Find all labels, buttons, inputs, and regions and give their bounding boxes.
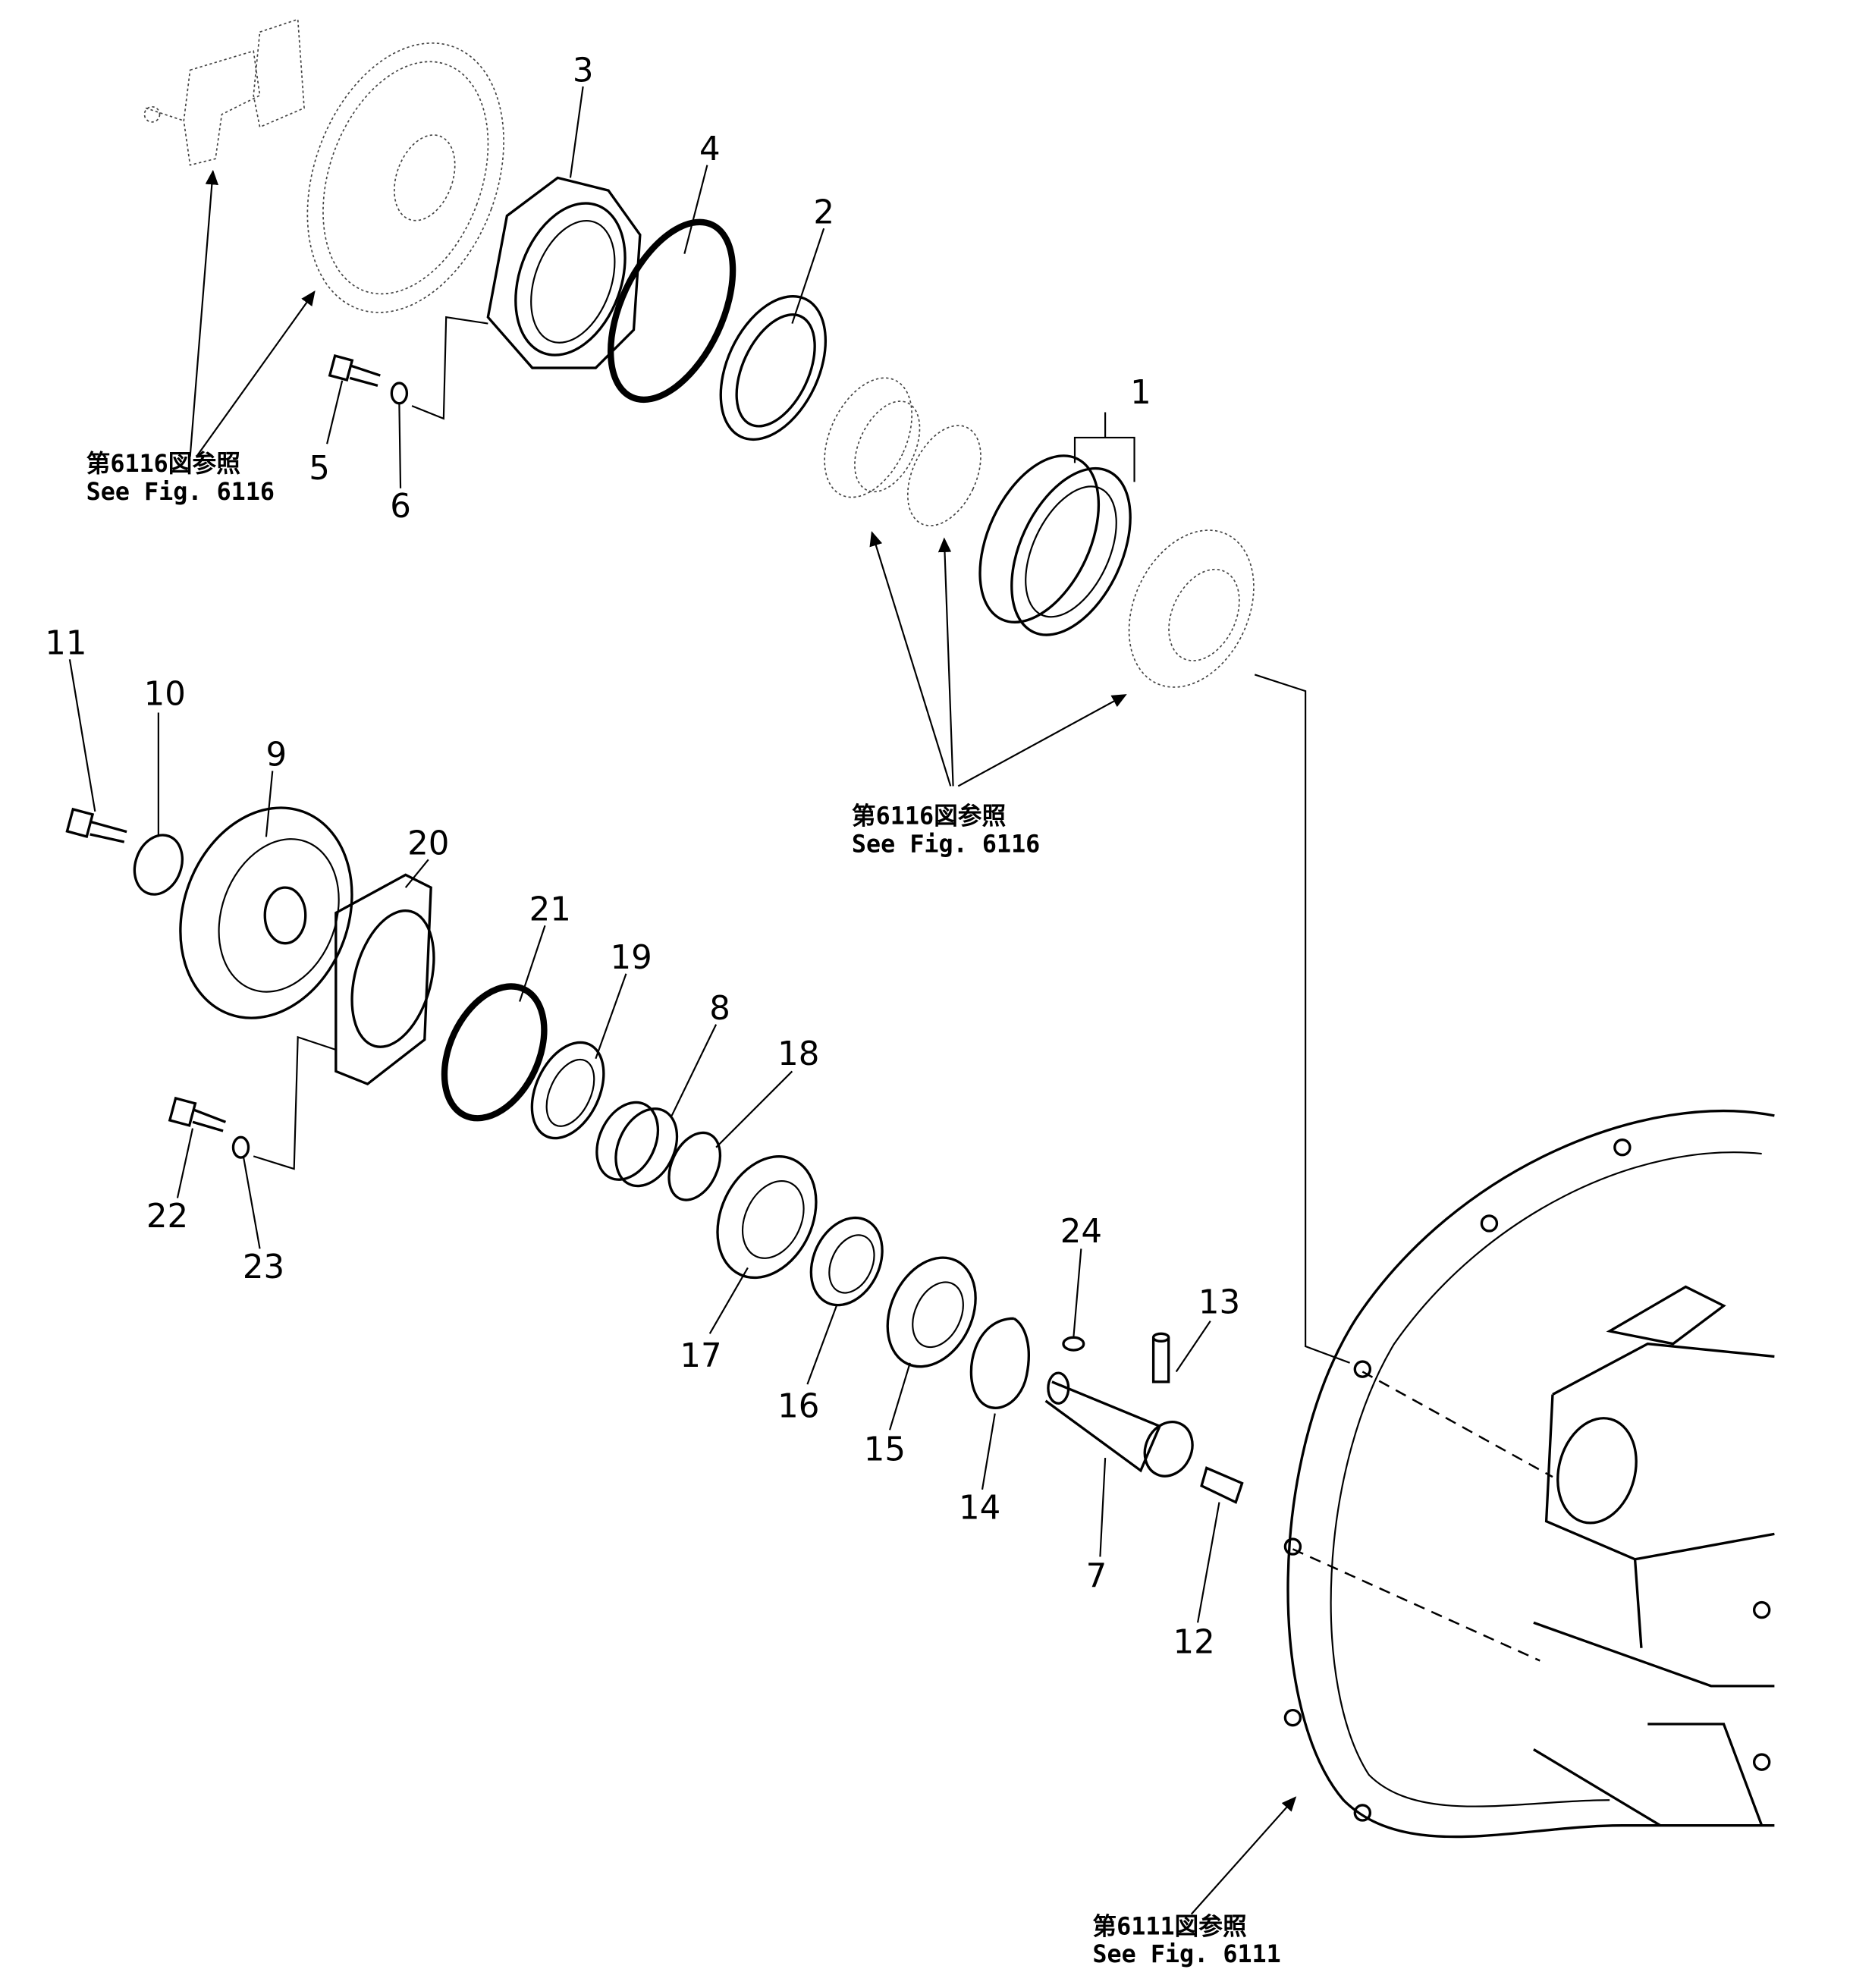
part-label-7: 7 (1086, 1558, 1107, 1596)
transmission-housing (1283, 1110, 1775, 1839)
part-5-bolt (328, 354, 381, 388)
large-gear-ghost (306, 42, 504, 313)
part-label-5: 5 (309, 450, 330, 488)
part-13-pin (1151, 1332, 1170, 1383)
ghost-ring (906, 425, 981, 526)
part-19-seal (530, 1041, 605, 1140)
part-label-19: 19 (611, 939, 652, 977)
reference-bottom-jp: 第6111図参照 (1092, 1913, 1246, 1940)
part-label-24: 24 (1060, 1213, 1102, 1251)
part-3-housing (486, 176, 642, 369)
part-15-bearing (886, 1256, 977, 1368)
part-8-sleeve (595, 1101, 679, 1188)
reference-top-left-jp: 第6116図参照 (86, 451, 240, 478)
part-1-seal-set (978, 454, 1132, 636)
flange-plate-ghost (143, 18, 305, 166)
part-label-15: 15 (864, 1431, 906, 1468)
part-23-washer (231, 1135, 250, 1159)
part-label-1: 1 (1130, 374, 1151, 412)
part-label-16: 16 (777, 1388, 819, 1426)
part-label-11: 11 (45, 625, 86, 663)
part-label-6: 6 (390, 488, 411, 526)
part-label-9: 9 (265, 736, 287, 774)
part-label-3: 3 (573, 52, 594, 90)
part-label-2: 2 (813, 194, 834, 232)
part-11-bolt (65, 807, 127, 843)
part-22-bolt (168, 1096, 227, 1132)
part-17-bearing (716, 1155, 818, 1280)
reference-top-left-en: See Fig. 6116 (86, 479, 275, 506)
part-label-8: 8 (709, 990, 730, 1028)
part-label-14: 14 (959, 1489, 1000, 1527)
ghost-bearing (1128, 529, 1255, 688)
part-label-20: 20 (407, 825, 449, 863)
part-21-o-ring (441, 983, 548, 1122)
part-label-10: 10 (144, 676, 186, 714)
part-6-washer (390, 382, 409, 405)
part-10-washer (133, 834, 184, 896)
part-16-spacer (809, 1216, 884, 1307)
part-label-4: 4 (699, 130, 721, 168)
part-label-18: 18 (777, 1035, 819, 1073)
reference-middle-jp: 第6116図参照 (852, 803, 1006, 831)
part-20-cover (334, 873, 435, 1086)
part-12-pin (1200, 1466, 1244, 1504)
part-label-17: 17 (680, 1337, 721, 1375)
ghost-sleeve (824, 377, 921, 498)
reference-middle-en: See Fig. 6116 (852, 831, 1040, 858)
part-14-snap-ring (969, 1317, 1030, 1409)
part-label-21: 21 (529, 891, 571, 929)
part-label-22: 22 (146, 1198, 188, 1236)
part-label-12: 12 (1173, 1623, 1214, 1661)
reference-bottom-en: See Fig. 6111 (1092, 1941, 1280, 1968)
part-4-o-ring (607, 218, 736, 404)
part-24-ball (1062, 1336, 1085, 1352)
part-label-13: 13 (1198, 1284, 1240, 1322)
part-2-seal (719, 294, 828, 441)
part-7-shaft (1044, 1371, 1194, 1478)
part-18-ring (667, 1131, 722, 1201)
part-9-gear (179, 806, 353, 1019)
part-label-23: 23 (243, 1248, 284, 1286)
